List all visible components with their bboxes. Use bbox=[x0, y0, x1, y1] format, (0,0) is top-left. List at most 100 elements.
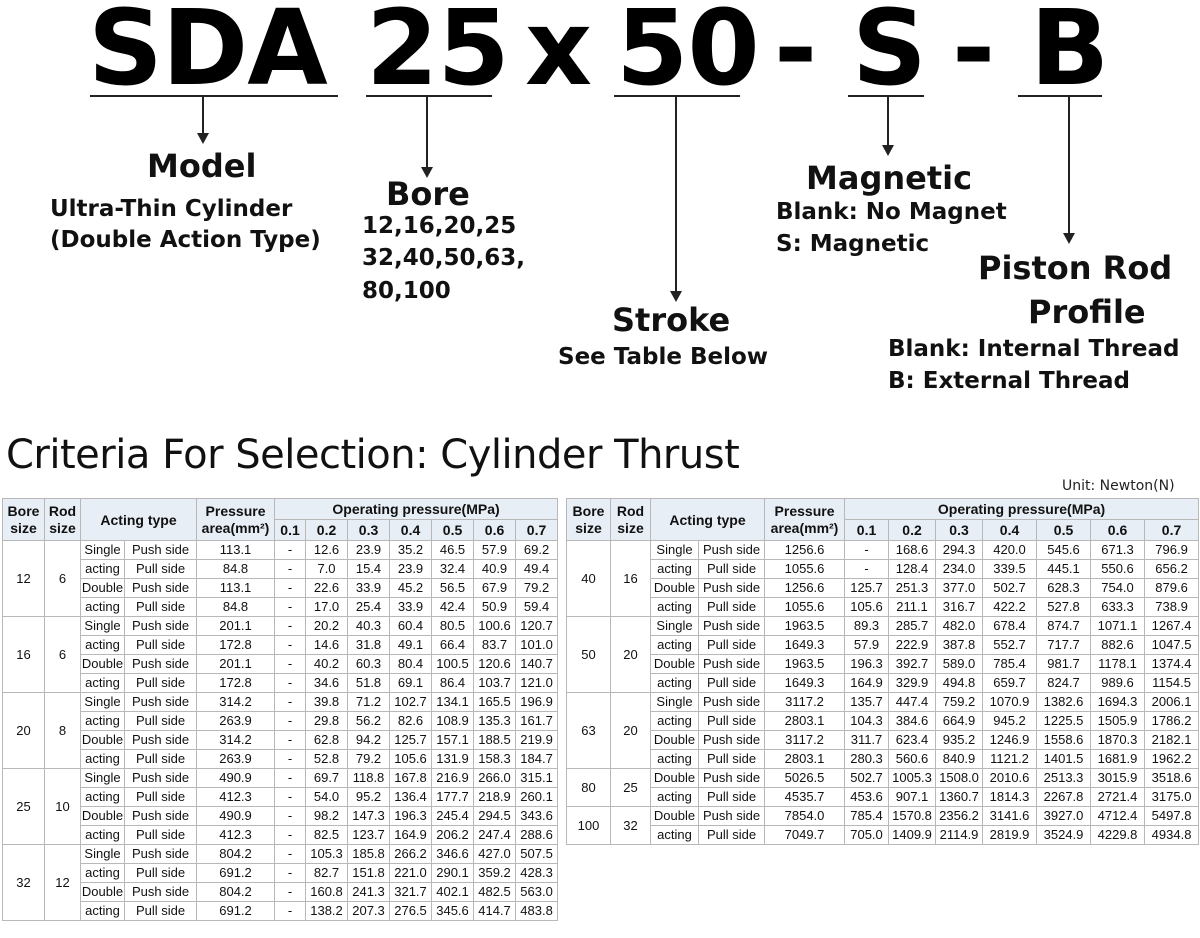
bore-size-cell: 25 bbox=[2, 768, 45, 845]
pressure-area-cell: 263.9 bbox=[196, 711, 276, 731]
side-cell: Push side bbox=[697, 806, 766, 826]
thrust-value-cell: - bbox=[274, 597, 307, 617]
thrust-value-cell: 290.1 bbox=[431, 863, 475, 883]
thrust-value-cell: 276.5 bbox=[389, 901, 433, 921]
acting-type-cell: Double bbox=[650, 654, 699, 674]
pressure-area-cell: 1963.5 bbox=[764, 616, 846, 636]
thrust-value-cell: 507.5 bbox=[515, 844, 559, 864]
thrust-value-cell: 659.7 bbox=[982, 673, 1038, 693]
magnetic-line-1: Blank: No Magnet bbox=[776, 199, 1007, 225]
thrust-value-cell: - bbox=[844, 540, 890, 560]
side-cell: Push side bbox=[123, 692, 198, 712]
underline-stroke bbox=[614, 95, 740, 97]
thrust-value-cell: 874.7 bbox=[1036, 616, 1092, 636]
thrust-value-cell: 824.7 bbox=[1036, 673, 1092, 693]
thrust-value-cell: - bbox=[274, 692, 307, 712]
acting-type-cell: Single bbox=[650, 692, 699, 712]
thrust-value-cell: 759.2 bbox=[935, 692, 984, 712]
side-cell: Pull side bbox=[697, 711, 766, 731]
pressure-area-cell: 490.9 bbox=[196, 806, 276, 826]
header-pressure-value: 0.3 bbox=[347, 519, 391, 541]
thrust-value-cell: 120.7 bbox=[515, 616, 559, 636]
acting-type-cell: Single bbox=[80, 844, 125, 864]
pressure-area-cell: 4535.7 bbox=[764, 787, 846, 807]
pressure-area-cell: 1963.5 bbox=[764, 654, 846, 674]
thrust-value-cell: 60.3 bbox=[347, 654, 391, 674]
arrow-rod-line bbox=[1068, 96, 1070, 234]
acting-type-cell: acting bbox=[80, 673, 125, 693]
thrust-value-cell: - bbox=[274, 825, 307, 845]
pressure-area-cell: 263.9 bbox=[196, 749, 276, 769]
thrust-value-cell: 981.7 bbox=[1036, 654, 1092, 674]
thrust-value-cell: 422.2 bbox=[982, 597, 1038, 617]
thrust-value-cell: 633.3 bbox=[1090, 597, 1146, 617]
unit-label: Unit: Newton(N) bbox=[1062, 478, 1175, 494]
thrust-value-cell: 260.1 bbox=[515, 787, 559, 807]
thrust-value-cell: - bbox=[274, 616, 307, 636]
thrust-value-cell: 1401.5 bbox=[1036, 749, 1092, 769]
thrust-value-cell: 427.0 bbox=[473, 844, 517, 864]
thrust-value-cell: 359.2 bbox=[473, 863, 517, 883]
thrust-value-cell: 188.5 bbox=[473, 730, 517, 750]
thrust-value-cell: 1360.7 bbox=[935, 787, 984, 807]
thrust-value-cell: 502.7 bbox=[844, 768, 890, 788]
thrust-value-cell: 1267.4 bbox=[1144, 616, 1200, 636]
thrust-value-cell: 196.3 bbox=[389, 806, 433, 826]
side-cell: Pull side bbox=[697, 673, 766, 693]
thrust-value-cell: 83.7 bbox=[473, 635, 517, 655]
thrust-value-cell: 108.9 bbox=[431, 711, 475, 731]
rod-title-2: Profile bbox=[1028, 293, 1146, 331]
acting-type-cell: acting bbox=[650, 673, 699, 693]
acting-type-cell: acting bbox=[650, 787, 699, 807]
thrust-value-cell: 23.9 bbox=[389, 559, 433, 579]
thrust-value-cell: 656.2 bbox=[1144, 559, 1200, 579]
thrust-value-cell: 1870.3 bbox=[1090, 730, 1146, 750]
thrust-table-left: Bore size Rod size Acting type Pressure … bbox=[2, 498, 559, 921]
acting-type-cell: acting bbox=[650, 597, 699, 617]
thrust-value-cell: 280.3 bbox=[844, 749, 890, 769]
acting-type-cell: acting bbox=[650, 635, 699, 655]
thrust-value-cell: 796.9 bbox=[1144, 540, 1200, 560]
side-cell: Pull side bbox=[697, 749, 766, 769]
thrust-value-cell: 678.4 bbox=[982, 616, 1038, 636]
thrust-value-cell: 241.3 bbox=[347, 882, 391, 902]
thrust-value-cell: 315.1 bbox=[515, 768, 559, 788]
thrust-value-cell: 3524.9 bbox=[1036, 825, 1092, 845]
thrust-value-cell: 102.7 bbox=[389, 692, 433, 712]
arrow-magnetic-line bbox=[887, 96, 889, 146]
header-pressure-value: 0.7 bbox=[1144, 519, 1200, 541]
thrust-value-cell: 128.4 bbox=[888, 559, 937, 579]
thrust-value-cell: 1382.6 bbox=[1036, 692, 1092, 712]
thrust-value-cell: 545.6 bbox=[1036, 540, 1092, 560]
pressure-area-cell: 314.2 bbox=[196, 692, 276, 712]
thrust-value-cell: 2819.9 bbox=[982, 825, 1038, 845]
thrust-value-cell: 134.1 bbox=[431, 692, 475, 712]
thrust-value-cell: 167.8 bbox=[389, 768, 433, 788]
thrust-value-cell: 71.2 bbox=[347, 692, 391, 712]
arrow-bore-head bbox=[421, 167, 433, 178]
acting-type-cell: Double bbox=[650, 730, 699, 750]
header-pressure-value: 0.5 bbox=[1036, 519, 1092, 541]
thrust-value-cell: 247.4 bbox=[473, 825, 517, 845]
thrust-value-cell: 2513.3 bbox=[1036, 768, 1092, 788]
thrust-value-cell: 494.8 bbox=[935, 673, 984, 693]
thrust-value-cell: 346.6 bbox=[431, 844, 475, 864]
thrust-value-cell: 428.3 bbox=[515, 863, 559, 883]
thrust-value-cell: 40.9 bbox=[473, 559, 517, 579]
header-pressure-value: 0.7 bbox=[515, 519, 559, 541]
thrust-value-cell: 1570.8 bbox=[888, 806, 937, 826]
pressure-area-cell: 84.8 bbox=[196, 559, 276, 579]
thrust-value-cell: 453.6 bbox=[844, 787, 890, 807]
thrust-value-cell: 882.6 bbox=[1090, 635, 1146, 655]
pressure-area-cell: 691.2 bbox=[196, 901, 276, 921]
thrust-value-cell: - bbox=[274, 863, 307, 883]
pressure-area-cell: 3117.2 bbox=[764, 692, 846, 712]
thrust-value-cell: 185.8 bbox=[347, 844, 391, 864]
